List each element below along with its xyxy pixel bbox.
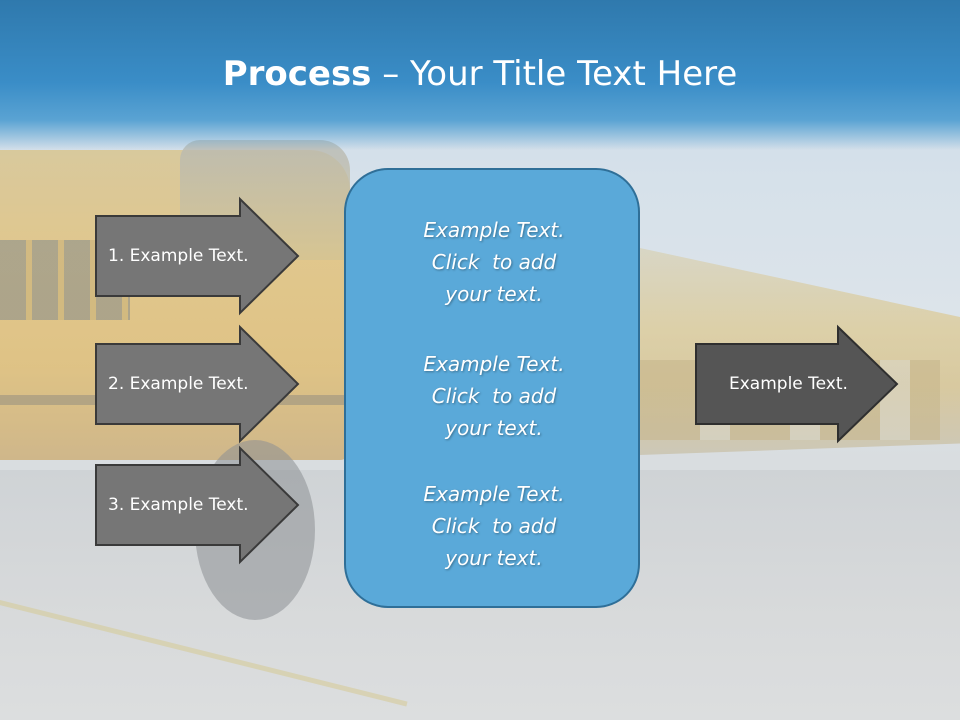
arrow-label-2: 2. Example Text. (108, 374, 249, 394)
panel-text-block-2[interactable]: Example Text. Click to add your text. (346, 348, 642, 444)
title-banner (0, 0, 960, 150)
center-text-panel[interactable]: Example Text. Click to add your text. Ex… (344, 168, 640, 608)
panel-line: Example Text. (423, 352, 565, 376)
panel-text-block-3[interactable]: Example Text. Click to add your text. (346, 478, 642, 574)
arrow-shape-1[interactable] (95, 196, 300, 316)
panel-line: Click to add (431, 250, 557, 274)
title-bold-part: Process (222, 54, 372, 94)
arrow-label-1: 1. Example Text. (108, 246, 249, 266)
title-rest-part: – Your Title Text Here (371, 54, 738, 94)
panel-line: your text. (445, 416, 543, 440)
panel-line: Click to add (431, 514, 557, 538)
panel-line: Example Text. (423, 218, 565, 242)
arrow-label-right: Example Text. (729, 374, 848, 394)
panel-line: your text. (445, 282, 543, 306)
panel-line: your text. (445, 546, 543, 570)
arrow-shape-right[interactable] (695, 324, 899, 444)
arrow-shape-3[interactable] (95, 445, 300, 565)
slide-title[interactable]: Process – Your Title Text Here (0, 52, 960, 96)
panel-line: Example Text. (423, 482, 565, 506)
arrow-shape-2[interactable] (95, 324, 300, 444)
panel-line: Click to add (431, 384, 557, 408)
panel-text-block-1[interactable]: Example Text. Click to add your text. (346, 214, 642, 310)
arrow-label-3: 3. Example Text. (108, 495, 249, 515)
